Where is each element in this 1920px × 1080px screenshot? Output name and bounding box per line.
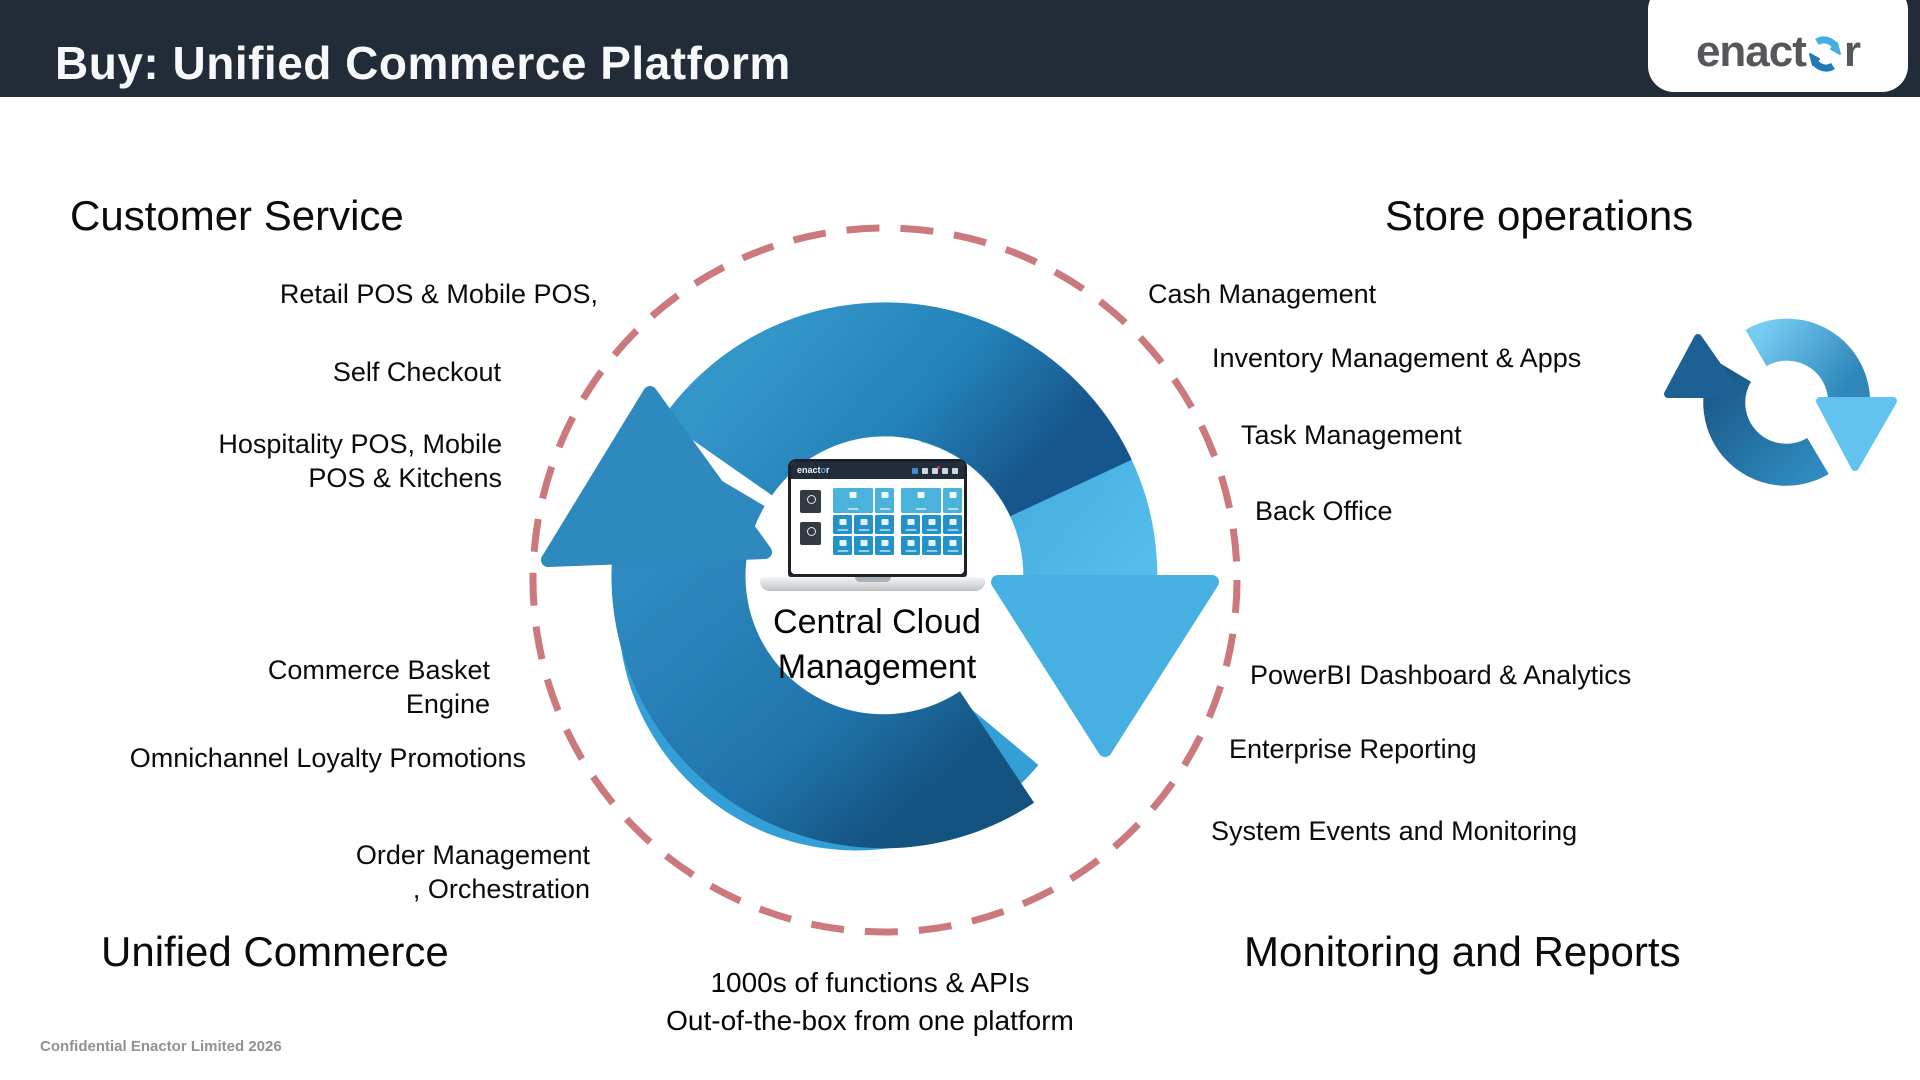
label-task-management: Task Management: [1241, 420, 1462, 450]
up-arrowhead: [541, 386, 772, 567]
tile: [875, 515, 894, 534]
laptop-header-icons: [912, 465, 958, 474]
laptop-app-header: enactor: [791, 462, 964, 479]
tile: [875, 536, 894, 555]
label-hospitality-pos: Hospitality POS, Mobile POS & Kitchens: [218, 427, 502, 495]
confidential-footnote: Confidential Enactor Limited 2026: [40, 1038, 282, 1055]
laptop-brand: enactor: [797, 465, 830, 475]
dashboard-tiles-group-2: [901, 488, 962, 555]
label-powerbi-dashboard: PowerBI Dashboard & Analytics: [1250, 660, 1632, 690]
bottom-note-line2: Out-of-the-box from one platform: [666, 1005, 1074, 1036]
laptop-screen: enactor: [788, 459, 967, 577]
enactor-logo-card: enact r: [1648, 0, 1908, 92]
tile: [922, 515, 941, 534]
dashed-ring: [529, 224, 1241, 936]
laptop-dashboard: [791, 479, 964, 574]
sidebar-tile-configurations: [800, 490, 821, 513]
tile: [901, 488, 941, 513]
tile: [943, 488, 962, 513]
label-basket-line1: Commerce Basket: [267, 655, 490, 685]
label-back-office: Back Office: [1255, 496, 1393, 526]
tile: [922, 536, 941, 555]
bell-icon: [932, 465, 940, 474]
tile: [901, 515, 920, 534]
mini-down-arrowhead: [1816, 397, 1897, 471]
label-system-events: System Events and Monitoring: [1211, 816, 1578, 846]
laptop-base: [760, 577, 985, 590]
down-arrowhead: [991, 575, 1219, 757]
central-caption-line2: Management: [777, 648, 977, 686]
tile: [833, 488, 873, 513]
mini-dark-arc: [1703, 360, 1829, 486]
heading-monitoring-reports: Monitoring and Reports: [1244, 928, 1681, 975]
page-title: Buy: Unified Commerce Platform: [55, 37, 791, 89]
logo-text-left: enact: [1695, 27, 1807, 76]
central-caption: Central Cloud Management: [657, 600, 1097, 690]
cycle-icon: [1664, 318, 1897, 486]
tile: [833, 515, 852, 534]
search-icon: [942, 467, 948, 474]
bottom-note-line1: 1000s of functions & APIs: [710, 967, 1030, 998]
tile: [875, 488, 894, 513]
laptop-screen-body: enactor: [791, 462, 964, 574]
header-bar: [0, 0, 1920, 97]
gear-icon: [952, 467, 958, 474]
label-order-line1: Order Management: [355, 840, 590, 870]
label-inventory-management: Inventory Management & Apps: [1212, 343, 1582, 373]
label-hospitality-line2: POS & Kitchens: [308, 463, 502, 493]
logo-cycle-icon: [1807, 36, 1843, 72]
mini-light-arc: [1745, 318, 1871, 417]
label-hospitality-line1: Hospitality POS, Mobile: [218, 429, 502, 459]
dashboard-tiles-group-1: [833, 488, 894, 555]
central-caption-line1: Central Cloud: [773, 603, 981, 641]
label-enterprise-reporting: Enterprise Reporting: [1229, 734, 1477, 764]
tile: [901, 536, 920, 555]
label-order-management: Order Management , Orchestration: [356, 838, 590, 906]
heading-customer-service: Customer Service: [70, 192, 404, 239]
mini-up-arrowhead: [1664, 334, 1741, 398]
home-icon: [912, 467, 918, 474]
label-cash-management: Cash Management: [1148, 279, 1377, 309]
sidebar-tile-reports: [800, 522, 821, 545]
label-retail-pos: Retail POS & Mobile POS,: [279, 279, 598, 309]
heading-store-operations: Store operations: [1385, 192, 1694, 239]
heading-unified-commerce: Unified Commerce: [101, 928, 449, 975]
label-commerce-basket: Commerce Basket Engine: [268, 653, 490, 721]
central-cycle-diagram: [529, 224, 1241, 936]
tile: [854, 536, 873, 555]
tile: [943, 536, 962, 555]
label-self-checkout: Self Checkout: [332, 357, 501, 387]
logo-text-right: r: [1843, 27, 1861, 76]
enactor-logo: enact r: [1695, 27, 1861, 76]
label-basket-line2: Engine: [405, 689, 490, 719]
tile: [943, 515, 962, 534]
laptop-mockup: enactor: [760, 455, 985, 590]
grid-icon: [922, 467, 928, 474]
label-order-line2: , Orchestration: [412, 874, 590, 904]
tile: [833, 536, 852, 555]
cycle-right-arc: [662, 302, 1132, 518]
bottom-note: 1000s of functions & APIs Out-of-the-box…: [585, 964, 1155, 1040]
label-omnichannel-loyalty: Omnichannel Loyalty Promotions: [129, 743, 526, 773]
tile: [854, 515, 873, 534]
